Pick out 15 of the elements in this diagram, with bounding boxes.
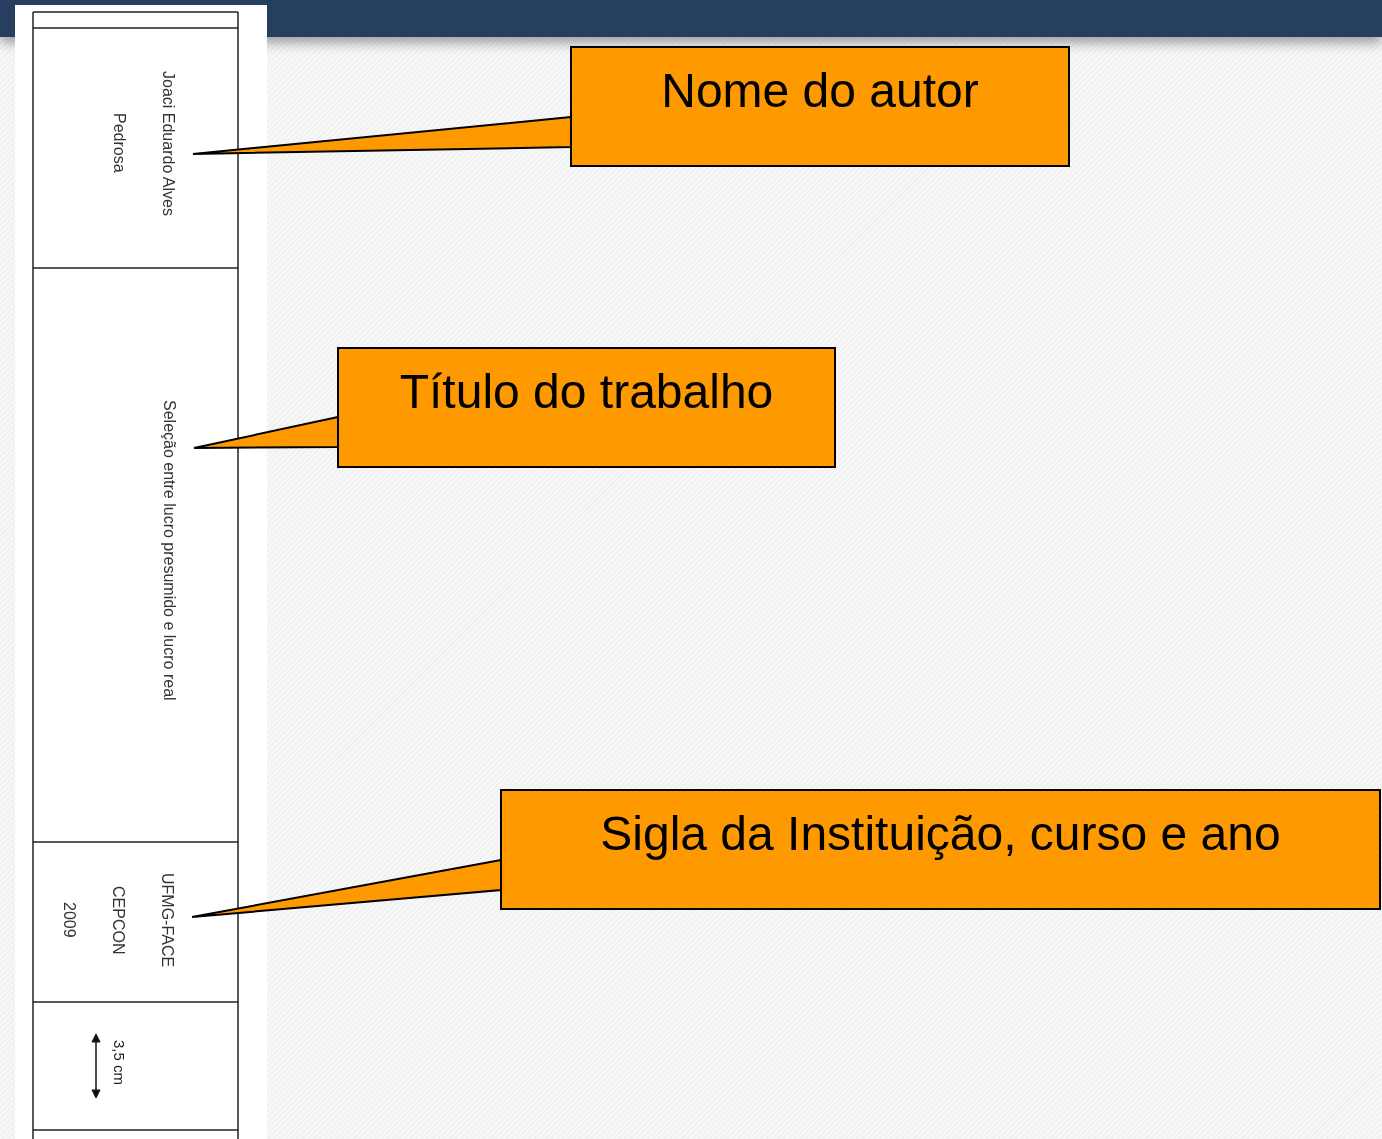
spine-text: Joaci Eduardo Alves Pedrosa	[110, 69, 178, 218]
callout-box	[570, 46, 1070, 167]
callout-pointer	[192, 115, 572, 155]
spine-text: CEPCON	[109, 885, 128, 955]
callout-pointer	[193, 415, 339, 449]
callout-box	[337, 347, 836, 468]
spine-text: 2009	[60, 902, 79, 938]
dimension-label: 3,5 cm	[110, 1040, 128, 1085]
callout-text: Sigla da Instituição, curso e ano	[600, 806, 1281, 862]
spine-text: UFMG-FACE	[158, 872, 177, 968]
spine-text: Seleção entre lucro presumido e lucro real	[160, 399, 179, 701]
callout-text: Nome do autor	[661, 63, 979, 119]
callout-pointer	[191, 858, 502, 918]
callout-box	[500, 789, 1381, 910]
callout-text: Título do trabalho	[399, 364, 774, 420]
